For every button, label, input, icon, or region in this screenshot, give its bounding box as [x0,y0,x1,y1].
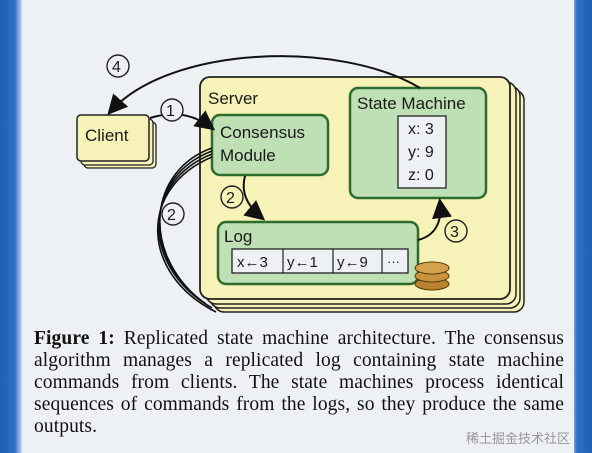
client-stack [76,114,157,169]
log-entry-1: x←3 [237,254,268,271]
svg-text:2: 2 [167,207,176,224]
arrow-replication-bundle [156,147,217,313]
step-2-badge-consensus: 2 [220,185,244,209]
state-var-x: x: 3 [408,121,434,138]
log-entry-ellipsis: ··· [387,254,400,269]
svg-text:1: 1 [166,103,175,120]
consensus-label-line2: Module [220,146,276,165]
server-label: Server [208,89,258,108]
site-watermark: 稀土掘金技术社区 [465,432,570,447]
svg-text:3: 3 [450,224,459,241]
replicated-state-machine-diagram: Server Client Consensus Module State Mac… [76,54,525,313]
log-label: Log [224,227,252,246]
arrow-consensus-to-log [242,175,266,221]
arrow-client-to-consensus [149,110,216,131]
log-entry-2: y←1 [287,254,318,271]
svg-text:2: 2 [226,190,235,207]
client-label: Client [85,126,129,145]
step-4-badge: 4 [106,54,130,78]
client-box [76,114,150,162]
state-var-y: y: 9 [408,144,434,161]
arrow-output-to-client [107,55,421,115]
disk-storage-icon [414,261,450,291]
figure-caption: Figure 1: Replicated state machine archi… [34,328,564,438]
consensus-module-box [210,113,330,177]
log-entries: x←3 y←1 y←9 ··· [231,248,409,274]
arrow-log-to-state-machine [417,198,452,241]
state-machine-label: State Machine [357,94,466,113]
step-1-badge: 1 [160,98,184,122]
step-3-badge: 3 [444,219,468,243]
caption-text: Replicated state machine architecture. T… [34,328,564,437]
consensus-label-line1: Consensus [220,123,305,142]
state-variables-panel [397,115,447,189]
state-var-z: z: 0 [408,167,434,184]
log-entry-3: y←9 [337,254,368,271]
step-2-badge-replication: 2 [161,202,185,226]
svg-text:4: 4 [112,59,121,76]
figure-label: Figure 1: [34,328,115,349]
